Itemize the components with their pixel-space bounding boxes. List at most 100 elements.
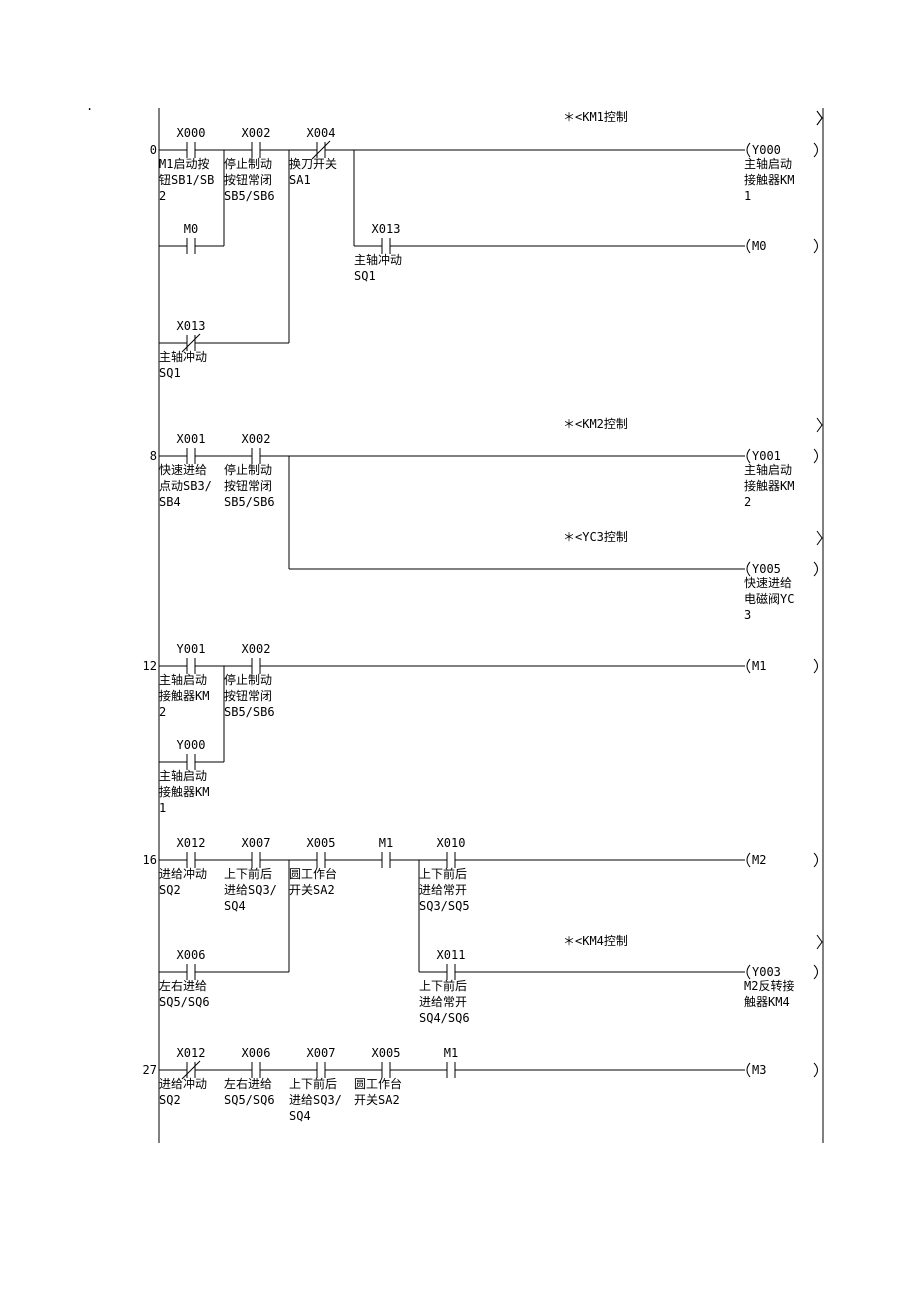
contact-address: M1 xyxy=(379,836,393,850)
contact-comment: SQ4 xyxy=(224,899,246,913)
comment-km4: ＊<KM4控制 xyxy=(563,934,823,950)
contact-comment: 开关SA2 xyxy=(289,883,335,897)
contact-address: Y001 xyxy=(177,642,206,656)
contact-address: X002 xyxy=(242,432,271,446)
coils-layer: Y000主轴启动接触器KM1M0Y001主轴启动接触器KM2Y005快速进给电磁… xyxy=(744,142,818,1078)
coil-address: Y000 xyxy=(752,143,781,157)
contact-x004-nc: X004 换刀开关 SA1 xyxy=(289,126,337,187)
contact-comment: 换刀开关 xyxy=(289,157,337,171)
svg-text:＊<KM2控制: ＊<KM2控制 xyxy=(563,417,628,431)
contact-comment: 接触器KM xyxy=(159,688,209,703)
coil-address: Y003 xyxy=(752,965,781,979)
contact-comment: SB5/SB6 xyxy=(224,705,275,719)
contact-address: X006 xyxy=(242,1046,271,1060)
contact-comment: 按钮常闭 xyxy=(224,688,272,703)
contacts-layer: X000M1启动按钮SB1/SB2X002停止制动按钮常闭SB5/SB6X004… xyxy=(159,126,470,1123)
contact-comment: 2 xyxy=(159,705,166,719)
contact-comment: 主轴启动 xyxy=(159,672,207,687)
contact-comment: 1 xyxy=(159,801,166,815)
contact-comment: M1启动按 xyxy=(159,157,209,171)
contact-address: M0 xyxy=(184,222,198,236)
contact-address: X012 xyxy=(177,1046,206,1060)
contact-address: X004 xyxy=(307,126,336,140)
contact-comment: 按钮常闭 xyxy=(224,172,272,187)
coil-comment: 主轴启动 xyxy=(744,156,792,171)
contact-m0-no: M0 xyxy=(183,222,199,254)
contact-comment: 接触器KM xyxy=(159,784,209,799)
contact-address: X007 xyxy=(242,836,271,850)
step-number-8: 8 xyxy=(150,449,157,463)
coil-m0: M0 xyxy=(746,238,818,254)
contact-address: X005 xyxy=(307,836,336,850)
contact-comment: 钮SB1/SB xyxy=(159,172,214,187)
contact-comment: SQ2 xyxy=(159,883,181,897)
coil-address: Y005 xyxy=(752,562,781,576)
contact-comment: 开关SA2 xyxy=(354,1093,400,1107)
contact-comment: 上下前后 xyxy=(419,866,467,881)
contact-comment: SQ1 xyxy=(159,366,181,380)
contact-comment: 点动SB3/ xyxy=(159,479,212,493)
svg-text:＊<KM1控制: ＊<KM1控制 xyxy=(563,110,628,124)
contact-comment: 主轴冲动 xyxy=(354,252,402,267)
rail-mark xyxy=(816,110,823,126)
contact-comment: 上下前后 xyxy=(289,1076,337,1091)
coil-address: Y001 xyxy=(752,449,781,463)
contact-comment: SB4 xyxy=(159,495,181,509)
contact-address: X002 xyxy=(242,126,271,140)
contact-comment: SB5/SB6 xyxy=(224,495,275,509)
contact-comment: 主轴启动 xyxy=(159,768,207,783)
coil-comment: 快速进给 xyxy=(744,576,792,590)
contact-comment: SB5/SB6 xyxy=(224,189,275,203)
contact-comment: 按钮常闭 xyxy=(224,478,272,493)
contact-comment: SQ5/SQ6 xyxy=(159,995,210,1009)
contact-address: M1 xyxy=(444,1046,458,1060)
contact-address: X013 xyxy=(372,222,401,236)
coil-comment: 触器KM4 xyxy=(744,995,790,1009)
contact-comment: 进给冲动 xyxy=(159,866,207,881)
coil-comment: 1 xyxy=(744,189,751,203)
contact-comment: 2 xyxy=(159,189,166,203)
contact-address: X005 xyxy=(372,1046,401,1060)
contact-address: X013 xyxy=(177,319,206,333)
contact-comment: 圆工作台 xyxy=(289,866,337,881)
contact-comment: 停止制动 xyxy=(224,672,272,687)
contact-address: Y000 xyxy=(177,738,206,752)
contact-comment: SA1 xyxy=(289,173,311,187)
contact-comment: SQ3/SQ5 xyxy=(419,899,470,913)
coil-comment: M2反转接 xyxy=(744,978,794,993)
contact-address: X007 xyxy=(307,1046,336,1060)
step-number-16: 16 xyxy=(143,853,157,867)
contact-comment: 停止制动 xyxy=(224,462,272,477)
contact-comment: 圆工作台 xyxy=(354,1076,402,1091)
comment-km2: ＊<KM2控制 xyxy=(563,417,823,433)
step-number-12: 12 xyxy=(143,659,157,673)
coil-comment: 电磁阀YC xyxy=(744,591,794,606)
coil-comment: 主轴启动 xyxy=(744,462,792,477)
contact-comment: SQ4 xyxy=(289,1109,311,1123)
coil-address: M3 xyxy=(752,1063,766,1077)
contact-address: X010 xyxy=(437,836,466,850)
contact-comment: 停止制动 xyxy=(224,156,272,171)
page-mark: . xyxy=(86,99,93,113)
coil-address: M0 xyxy=(752,239,766,253)
contact-comment: 快速进给 xyxy=(159,463,207,477)
svg-text:＊<KM4控制: ＊<KM4控制 xyxy=(563,934,628,948)
coil-m3: M3 xyxy=(746,1062,818,1078)
contact-address: X000 xyxy=(177,126,206,140)
